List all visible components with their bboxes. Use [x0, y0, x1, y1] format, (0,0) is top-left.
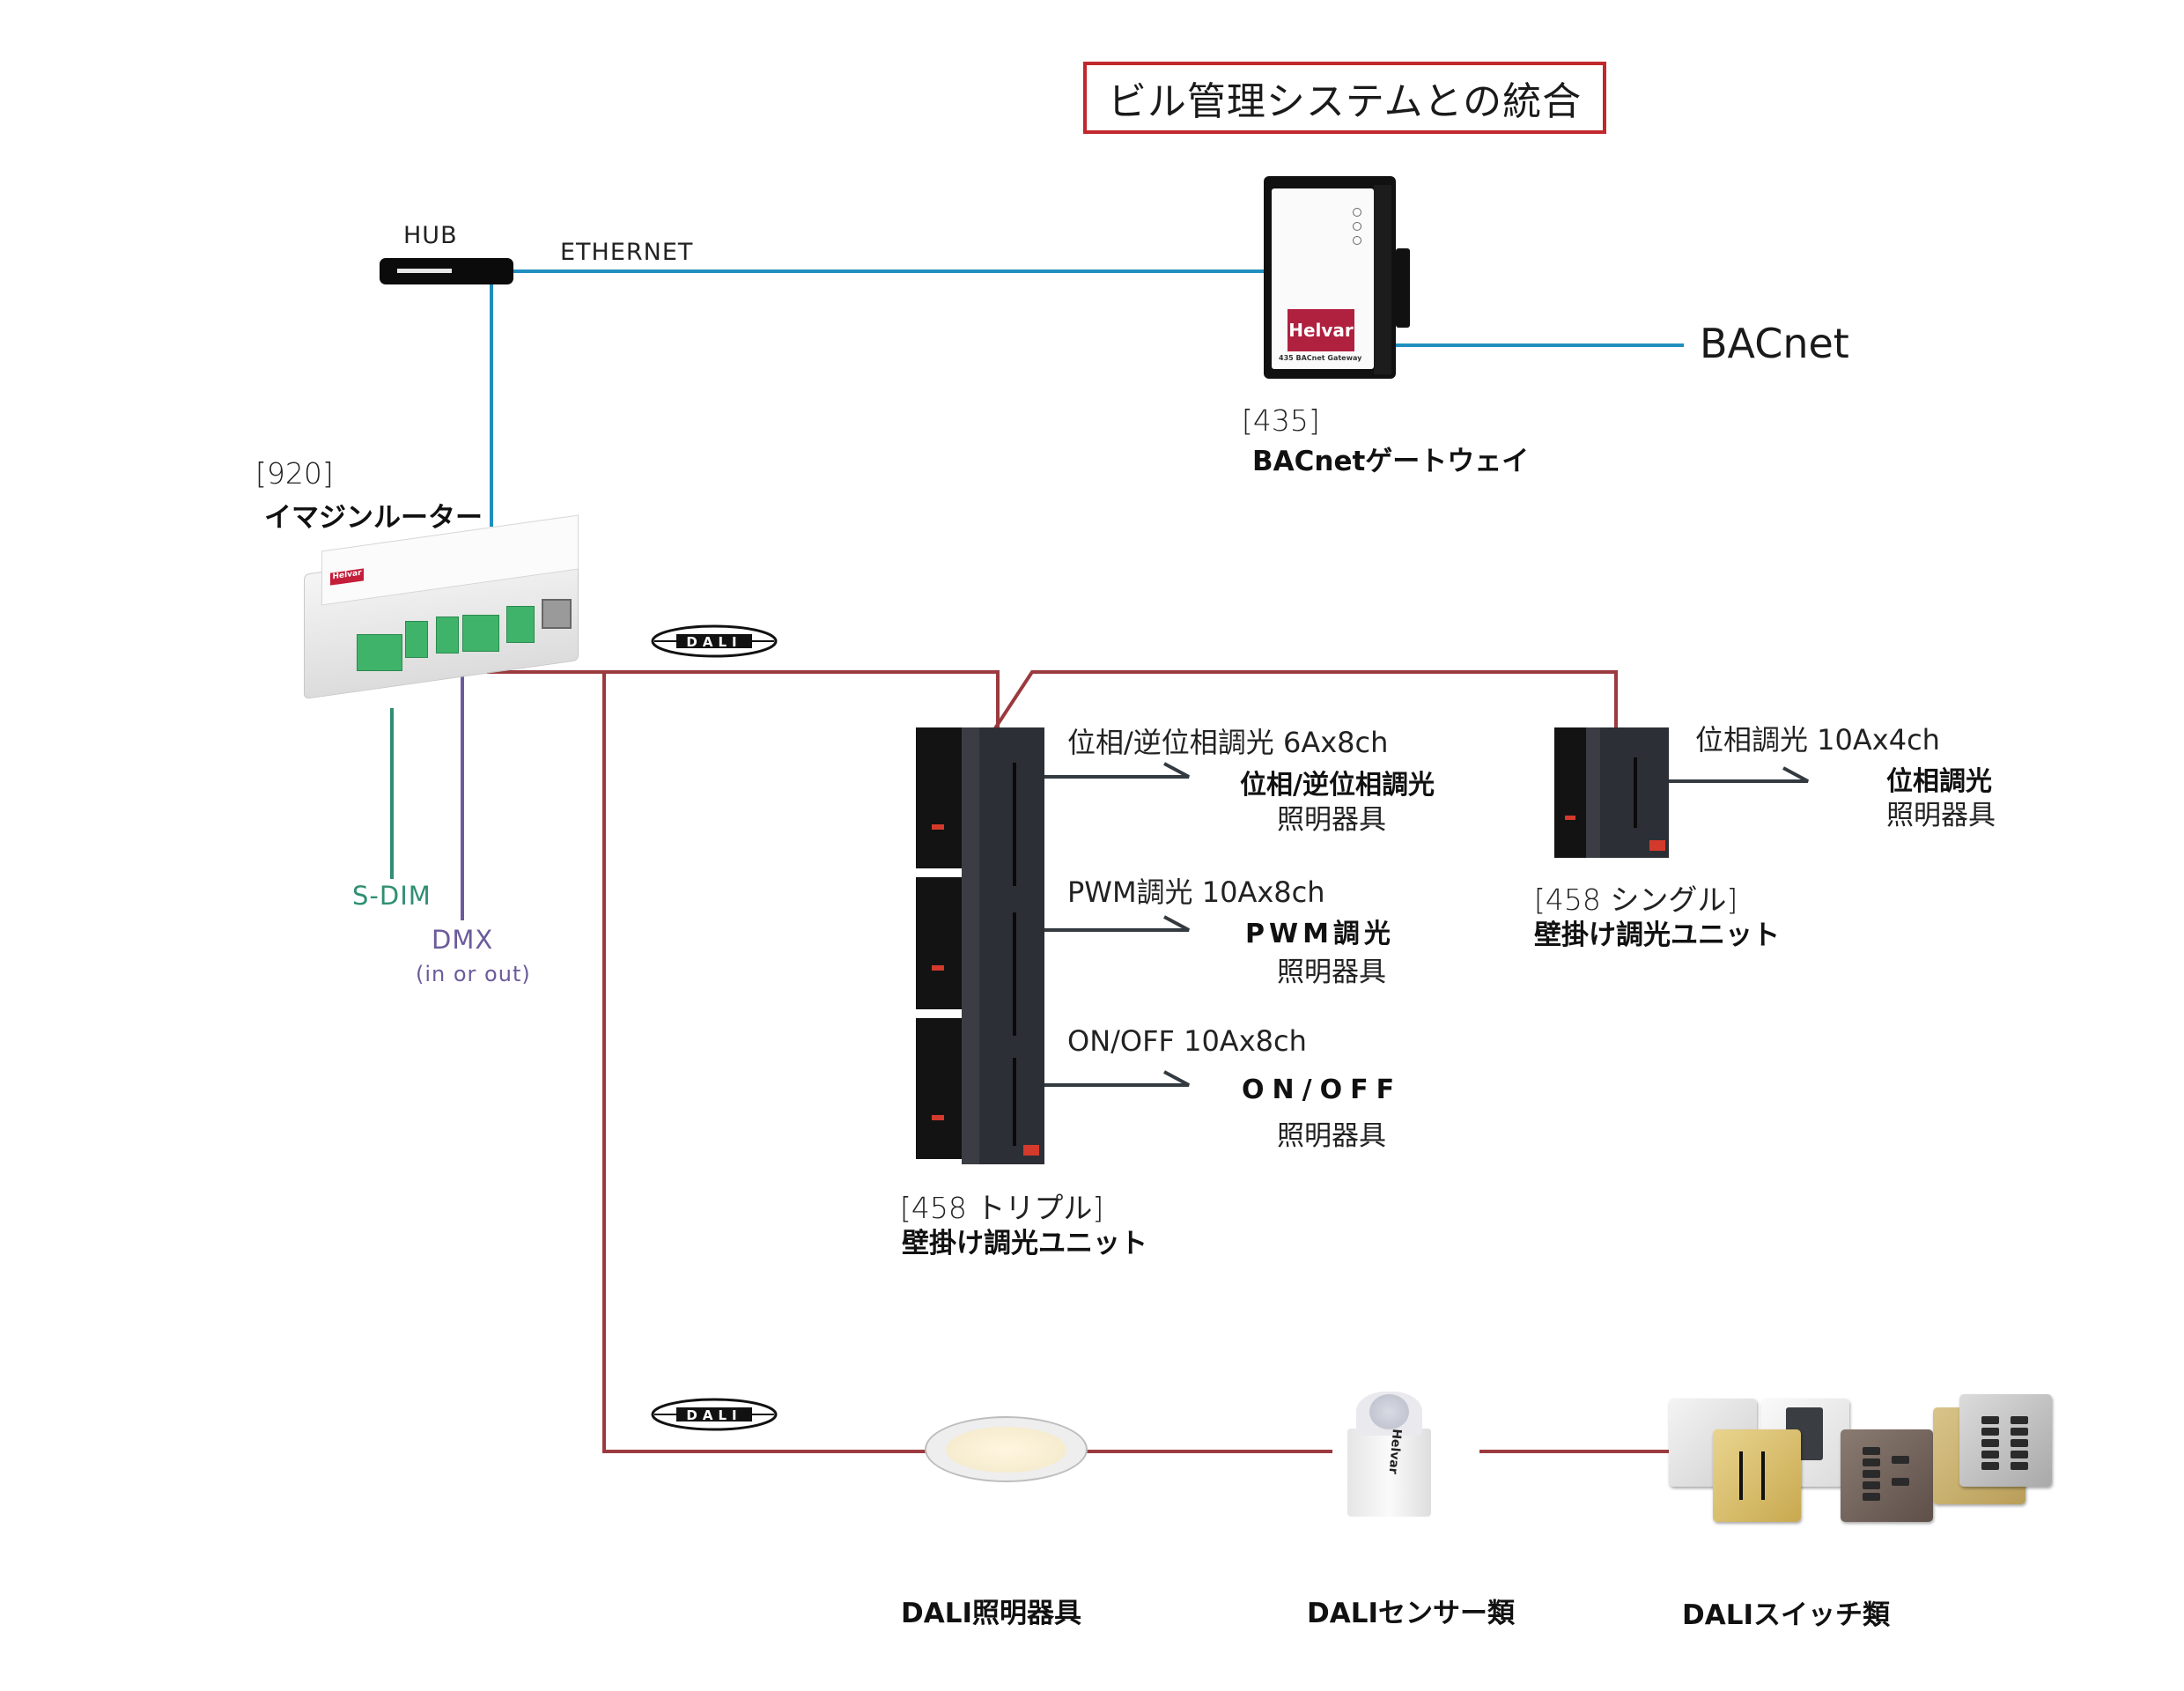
hub-label: HUB	[403, 222, 458, 249]
bacnet-gateway-device: Helvar 435 BACnet Gateway	[1264, 176, 1410, 379]
triple-ch1-target-type: 位相/逆位相調光	[1240, 770, 1435, 801]
arrow-triple-ch2	[1032, 915, 1190, 932]
page-title-box: ビル管理システムとの統合	[1083, 62, 1606, 134]
sdim-label: S-DIM	[352, 881, 432, 911]
triple-ch1-target: 照明器具	[1277, 804, 1386, 836]
dali-logo-upper: DALI	[651, 624, 778, 658]
gateway-name: BACnetゲートウェイ	[1252, 446, 1530, 477]
gateway-model-print: 435 BACnet Gateway	[1279, 354, 1362, 362]
dali-luminaire-label: DALI照明器具	[901, 1598, 1082, 1629]
dali-sensor-image: Helvar	[1347, 1392, 1431, 1519]
ethernet-port	[542, 599, 572, 629]
single-ch-spec: 位相調光 10Ax4ch	[1695, 723, 1940, 757]
router-code: [920]	[255, 456, 334, 491]
dali-downlight-image	[925, 1416, 1088, 1482]
dali-switches-image	[1669, 1390, 2065, 1535]
triple-ch2-target-type: PWM調光	[1245, 919, 1395, 949]
arrow-single-ch	[1653, 766, 1809, 783]
dali-bus-lower	[602, 672, 926, 1453]
arrow-triple-ch3	[1032, 1070, 1190, 1087]
helvar-logo: Helvar	[1288, 309, 1354, 351]
hub-device	[380, 258, 513, 284]
single-dimmer-unit	[1554, 727, 1669, 858]
triple-ch2-target: 照明器具	[1277, 956, 1386, 988]
triple-ch3-spec: ON/OFF 10Ax8ch	[1067, 1024, 1307, 1058]
dali-sensor-label: DALIセンサー類	[1307, 1598, 1516, 1629]
triple-dimmer-unit	[916, 727, 1044, 1164]
triple-unit-code: [458 トリプル]	[900, 1191, 1104, 1225]
triple-unit-name: 壁掛け調光ユニット	[902, 1228, 1147, 1259]
single-ch-target-type: 位相調光	[1886, 766, 1992, 797]
router-name: イマジンルーター	[264, 502, 483, 534]
arrow-triple-ch1	[1032, 762, 1190, 779]
triple-ch3-target-type: ON/OFF	[1242, 1074, 1403, 1105]
dali-bus-upper	[487, 670, 1000, 731]
single-unit-code: [458 シングル]	[1534, 882, 1738, 917]
single-unit-name: 壁掛け調光ユニット	[1534, 919, 1780, 951]
dali-logo-lower: DALI	[651, 1398, 778, 1431]
dmx-note: (in or out)	[416, 962, 531, 986]
triple-ch2-spec: PWM調光 10Ax8ch	[1067, 875, 1325, 909]
dali-logo-text: DALI	[686, 1407, 742, 1423]
bacnet-label: BACnet	[1700, 320, 1849, 367]
page-title: ビル管理システムとの統合	[1107, 79, 1583, 124]
gateway-code: [435]	[1242, 403, 1320, 438]
imagine-router-device: Helvar	[304, 514, 579, 699]
dali-switch-label: DALIスイッチ類	[1682, 1599, 1891, 1631]
dmx-label: DMX	[432, 925, 494, 955]
triple-ch1-spec: 位相/逆位相調光 6Ax8ch	[1067, 726, 1389, 759]
single-ch-target: 照明器具	[1886, 800, 1996, 831]
dali-bus-upper-branch	[992, 670, 1618, 733]
triple-ch3-target: 照明器具	[1277, 1120, 1386, 1152]
ethernet-label: ETHERNET	[560, 239, 694, 266]
dali-logo-text: DALI	[686, 634, 742, 650]
